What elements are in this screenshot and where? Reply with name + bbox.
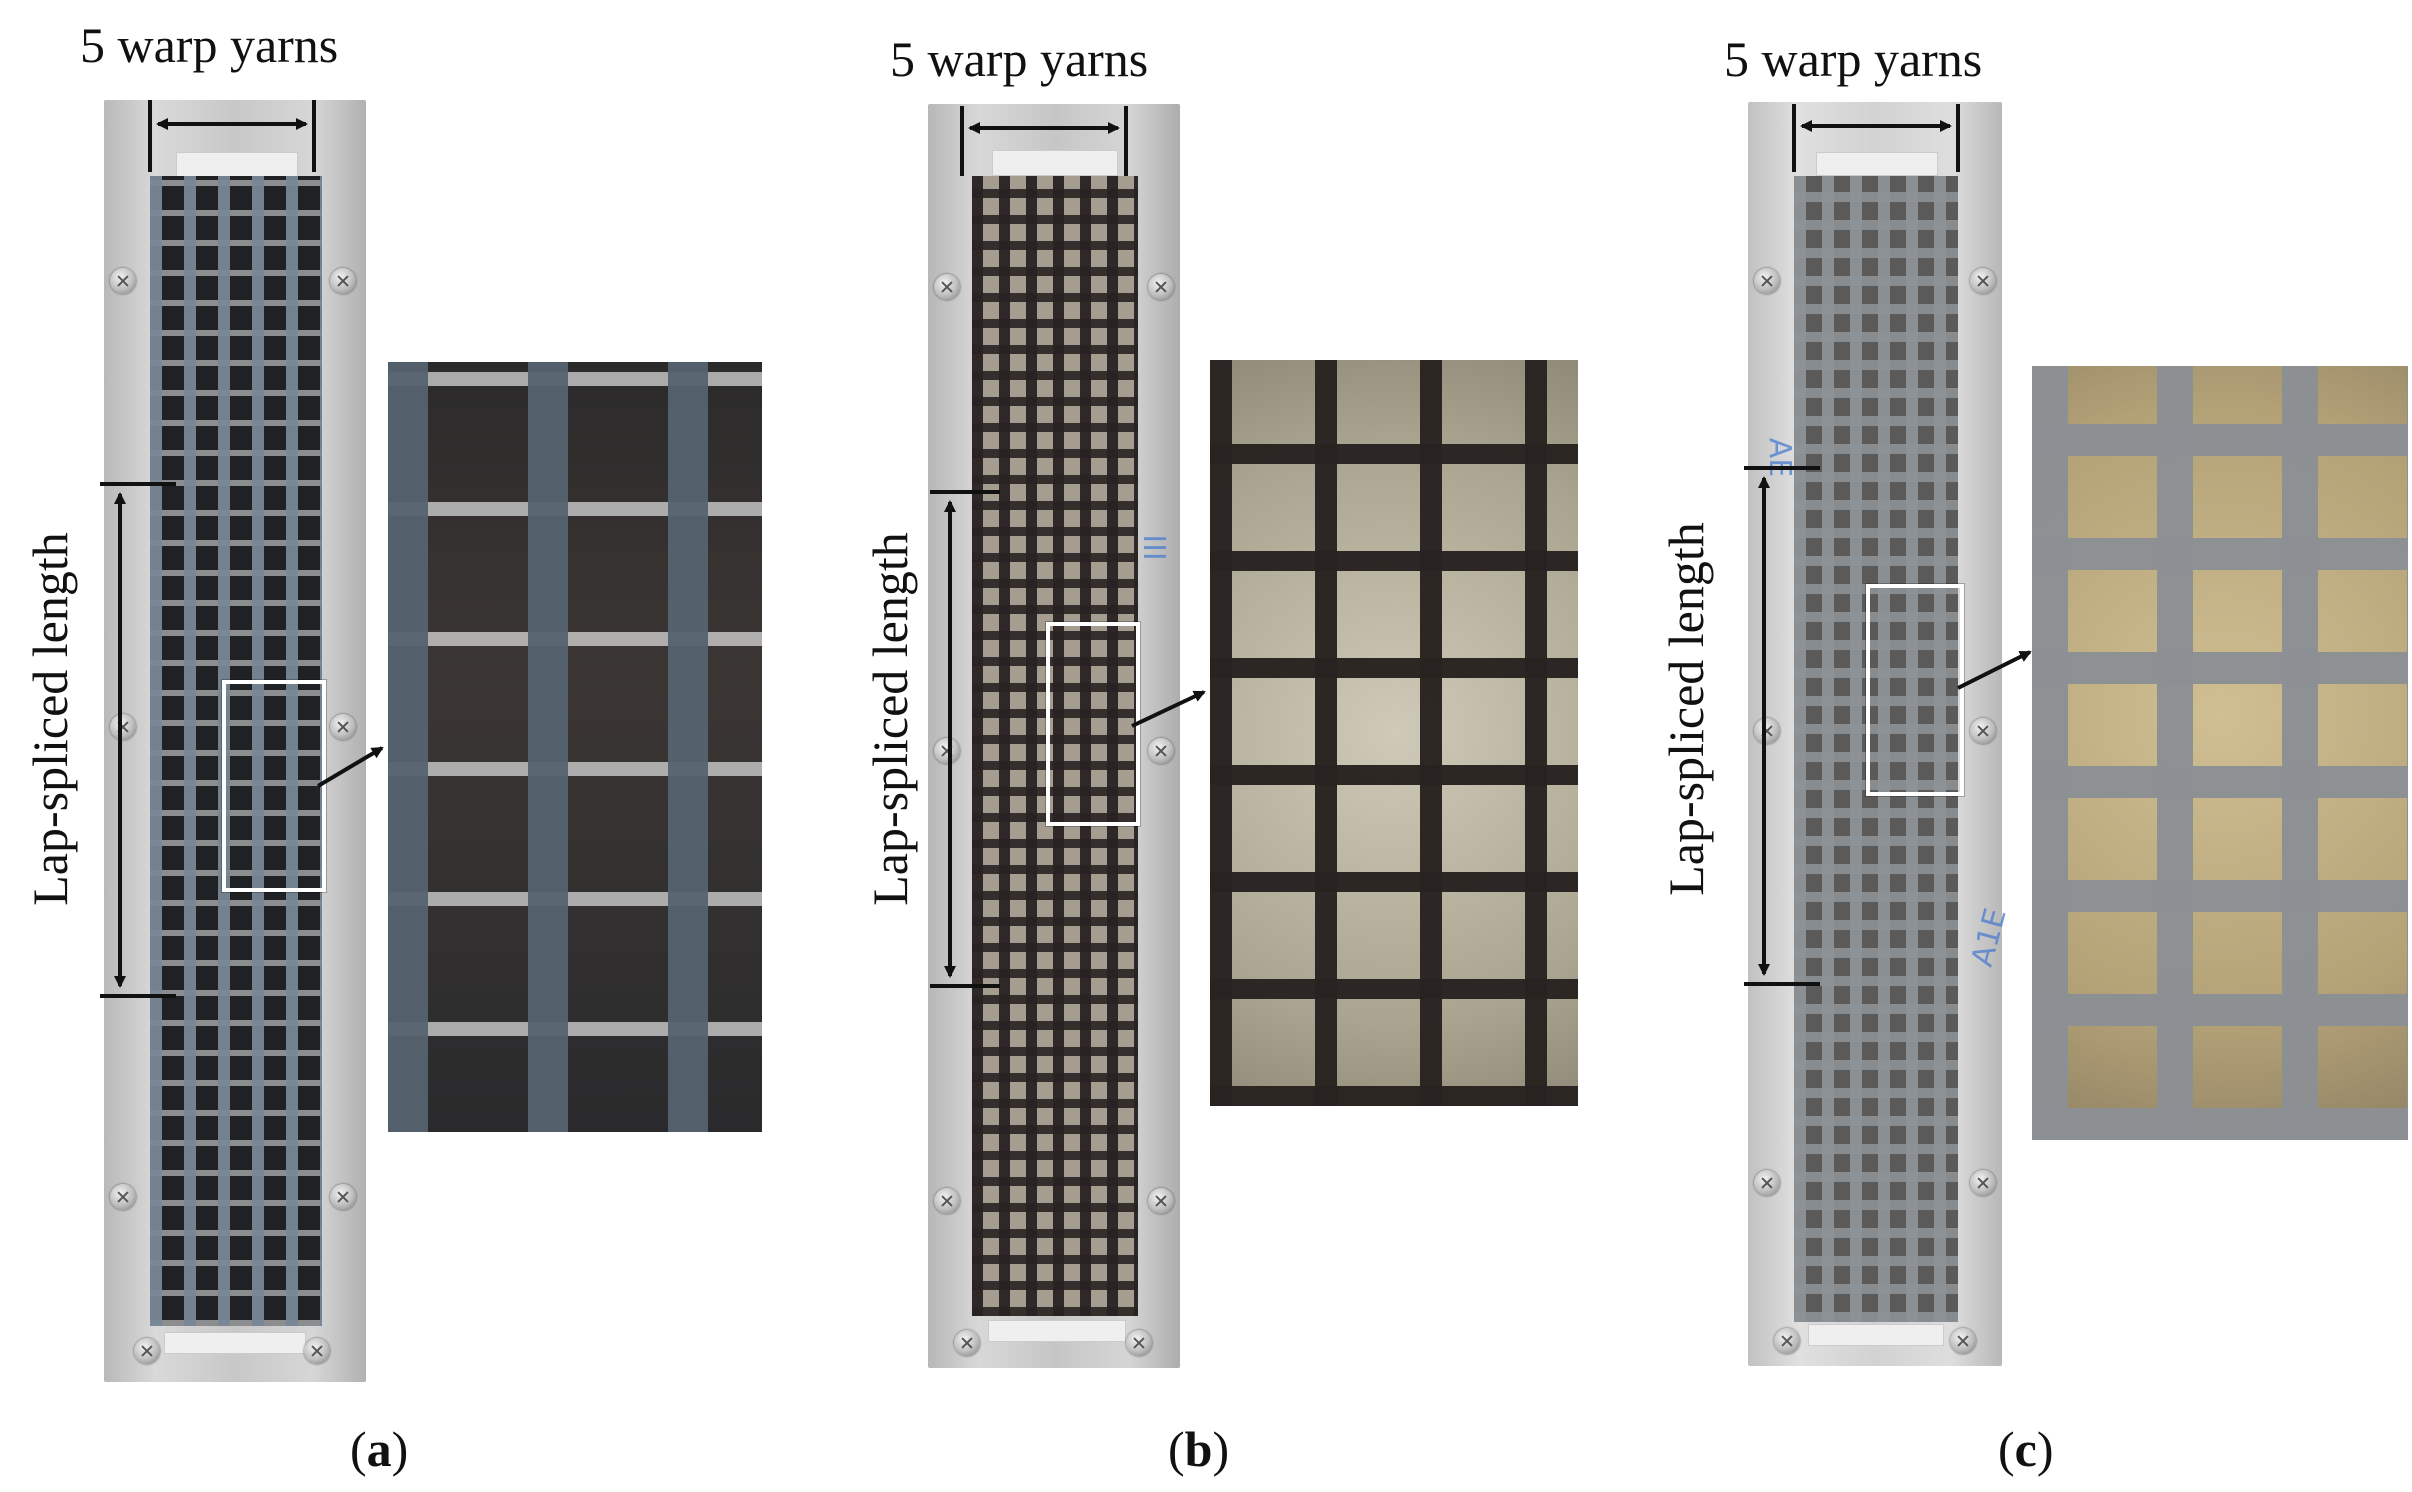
textile-grid-c [1794, 176, 1958, 1322]
pen-mark-b: III [1135, 534, 1171, 561]
panel-c: 5 warp yarns AE A1E Lap-spliced length (… [1600, 0, 2412, 1492]
screw-icon [1148, 738, 1174, 764]
textile-grid-b [972, 176, 1138, 1316]
magnified-inset-c [2032, 366, 2408, 1140]
lap-spliced-length-label-b: Lap-spliced length [862, 532, 918, 906]
panel-caption-c: (c) [1998, 1421, 2054, 1477]
screw-icon [1754, 1170, 1780, 1196]
magnified-inset-b [1210, 360, 1578, 1106]
zoom-region-box-c [1866, 584, 1964, 796]
lap-spliced-length-label-a: Lap-spliced length [22, 532, 78, 906]
specimen-photo-c [1748, 102, 2002, 1366]
panel-caption-letter: c [2014, 1421, 2037, 1477]
panel-caption-letter: a [366, 1421, 392, 1477]
screw-icon [110, 268, 136, 294]
pen-mark-c1: AE [1762, 437, 1798, 478]
lap-spliced-length-label-c: Lap-spliced length [1658, 522, 1714, 896]
screw-icon [330, 268, 356, 294]
panel-caption-a: (a) [350, 1421, 409, 1477]
screw-icon [110, 714, 136, 740]
screw-icon [1754, 268, 1780, 294]
panel-caption-b: (b) [1168, 1421, 1230, 1477]
textile-grid-a [150, 176, 322, 1326]
warp-yarns-label-a: 5 warp yarns [80, 17, 339, 73]
screw-icon [1970, 1170, 1996, 1196]
screw-icon [1754, 718, 1780, 744]
clamp-tab-bottom-a [164, 1332, 306, 1354]
panel-a: 5 warp yarns Lap-spliced length (a) [0, 0, 800, 1492]
clamp-tab-bottom-c [1808, 1324, 1944, 1346]
screw-icon [1148, 1188, 1174, 1214]
clamp-tab-top-b [992, 150, 1118, 176]
magnified-inset-a [388, 362, 762, 1132]
screw-icon [134, 1338, 160, 1364]
screw-icon [110, 1184, 136, 1210]
zoom-region-box-a [222, 680, 326, 892]
warp-yarns-label-c: 5 warp yarns [1724, 31, 1983, 87]
screw-icon [1148, 274, 1174, 300]
clamp-tab-bottom-b [988, 1320, 1126, 1342]
screw-icon [1970, 268, 1996, 294]
clamp-tab-top-a [176, 152, 298, 178]
screw-icon [934, 738, 960, 764]
screw-icon [1126, 1330, 1152, 1356]
screw-icon [934, 1188, 960, 1214]
screw-icon [934, 274, 960, 300]
screw-icon [954, 1330, 980, 1356]
panel-b: 5 warp yarns III Lap-spliced length (b) [800, 0, 1600, 1492]
screw-icon [304, 1338, 330, 1364]
screw-icon [1950, 1328, 1976, 1354]
screw-icon [330, 1184, 356, 1210]
screw-icon [330, 714, 356, 740]
screw-icon [1970, 718, 1996, 744]
screw-icon [1774, 1328, 1800, 1354]
warp-yarns-label-b: 5 warp yarns [890, 31, 1149, 87]
zoom-region-box-b [1046, 622, 1140, 826]
panel-caption-letter: b [1184, 1421, 1213, 1477]
clamp-tab-top-c [1816, 152, 1938, 176]
